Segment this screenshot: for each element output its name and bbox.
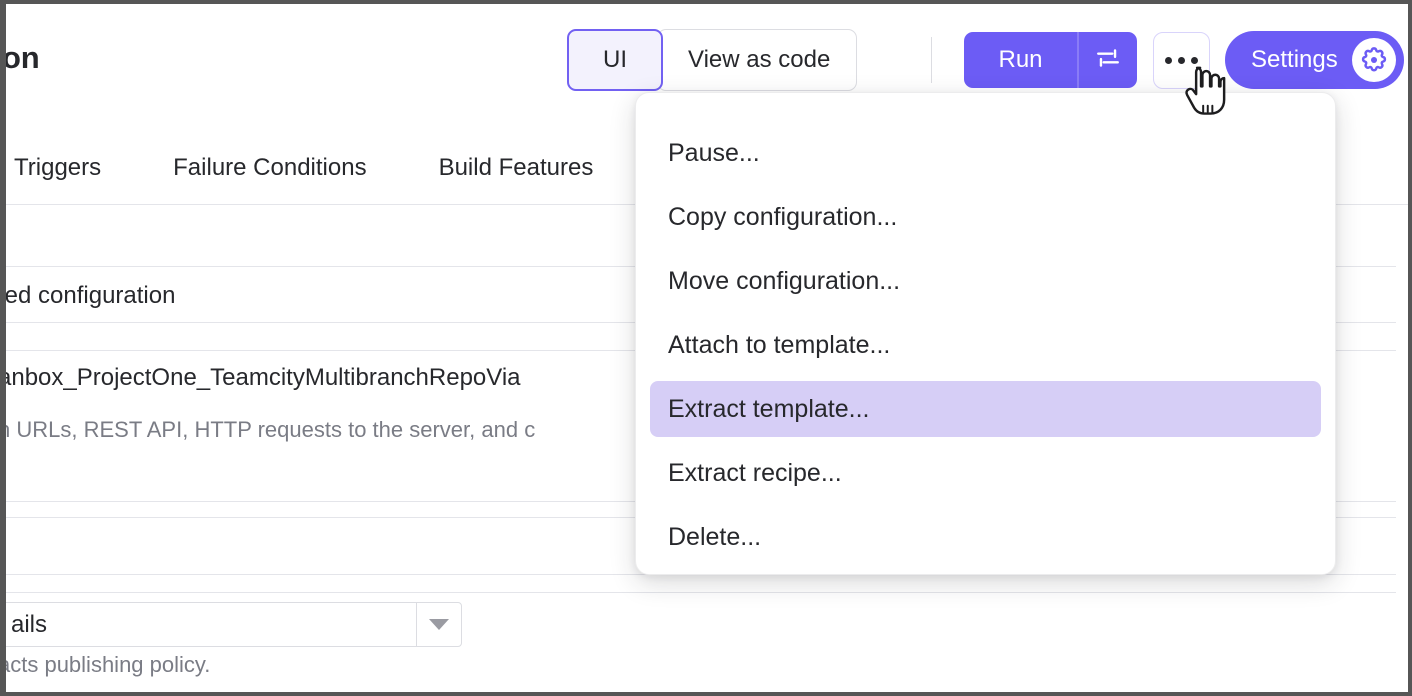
chevron-down-icon[interactable] [416,603,461,646]
settings-button[interactable]: Settings [1225,31,1404,89]
build-configuration-id-value: anbox_ProjectOne_TeamcityMultibranchRepo… [0,364,521,391]
run-button[interactable]: Run [964,32,1077,88]
versioned-configuration-label: ted configuration [0,282,176,309]
menu-item-copy-configuration[interactable]: Copy configuration... [668,202,898,231]
tab-triggers[interactable]: Triggers [14,154,102,181]
menu-item-extract-template[interactable]: Extract template... [650,381,1321,437]
gear-icon [1351,38,1396,82]
more-actions-button[interactable] [1153,32,1210,89]
run-split-button: Run [964,32,1137,88]
tab-build-features[interactable]: Build Features [438,154,594,181]
sliders-icon [1095,45,1121,76]
ellipsis-icon [1165,57,1198,64]
page-title: on [2,40,40,75]
menu-item-move-configuration[interactable]: Move configuration... [668,266,901,295]
tab-failure-conditions[interactable]: Failure Conditions [173,154,367,181]
artifacts-select[interactable]: ails [6,602,462,647]
artifacts-select-value: ails [11,610,48,638]
view-mode-toggle: UI View as code [567,29,858,91]
row-divider [6,592,1396,593]
run-options-button[interactable] [1079,32,1137,88]
settings-tabs: Triggers Failure Conditions Build Featur… [6,154,629,182]
actions-dropdown-menu: Pause... Copy configuration... Move conf… [635,92,1336,575]
header-divider [931,37,932,83]
menu-item-extract-recipe[interactable]: Extract recipe... [668,458,842,487]
build-configuration-id-hint: n URLs, REST API, HTTP requests to the s… [0,417,536,442]
settings-button-label: Settings [1251,46,1338,73]
menu-item-attach-to-template[interactable]: Attach to template... [668,330,891,359]
tab-view-as-code[interactable]: View as code [657,29,858,91]
menu-item-pause[interactable]: Pause... [668,138,760,167]
run-separator [1077,32,1079,88]
menu-item-delete[interactable]: Delete... [668,522,762,551]
tab-ui[interactable]: UI [567,29,663,91]
artifacts-hint: acts publishing policy. [0,652,211,677]
